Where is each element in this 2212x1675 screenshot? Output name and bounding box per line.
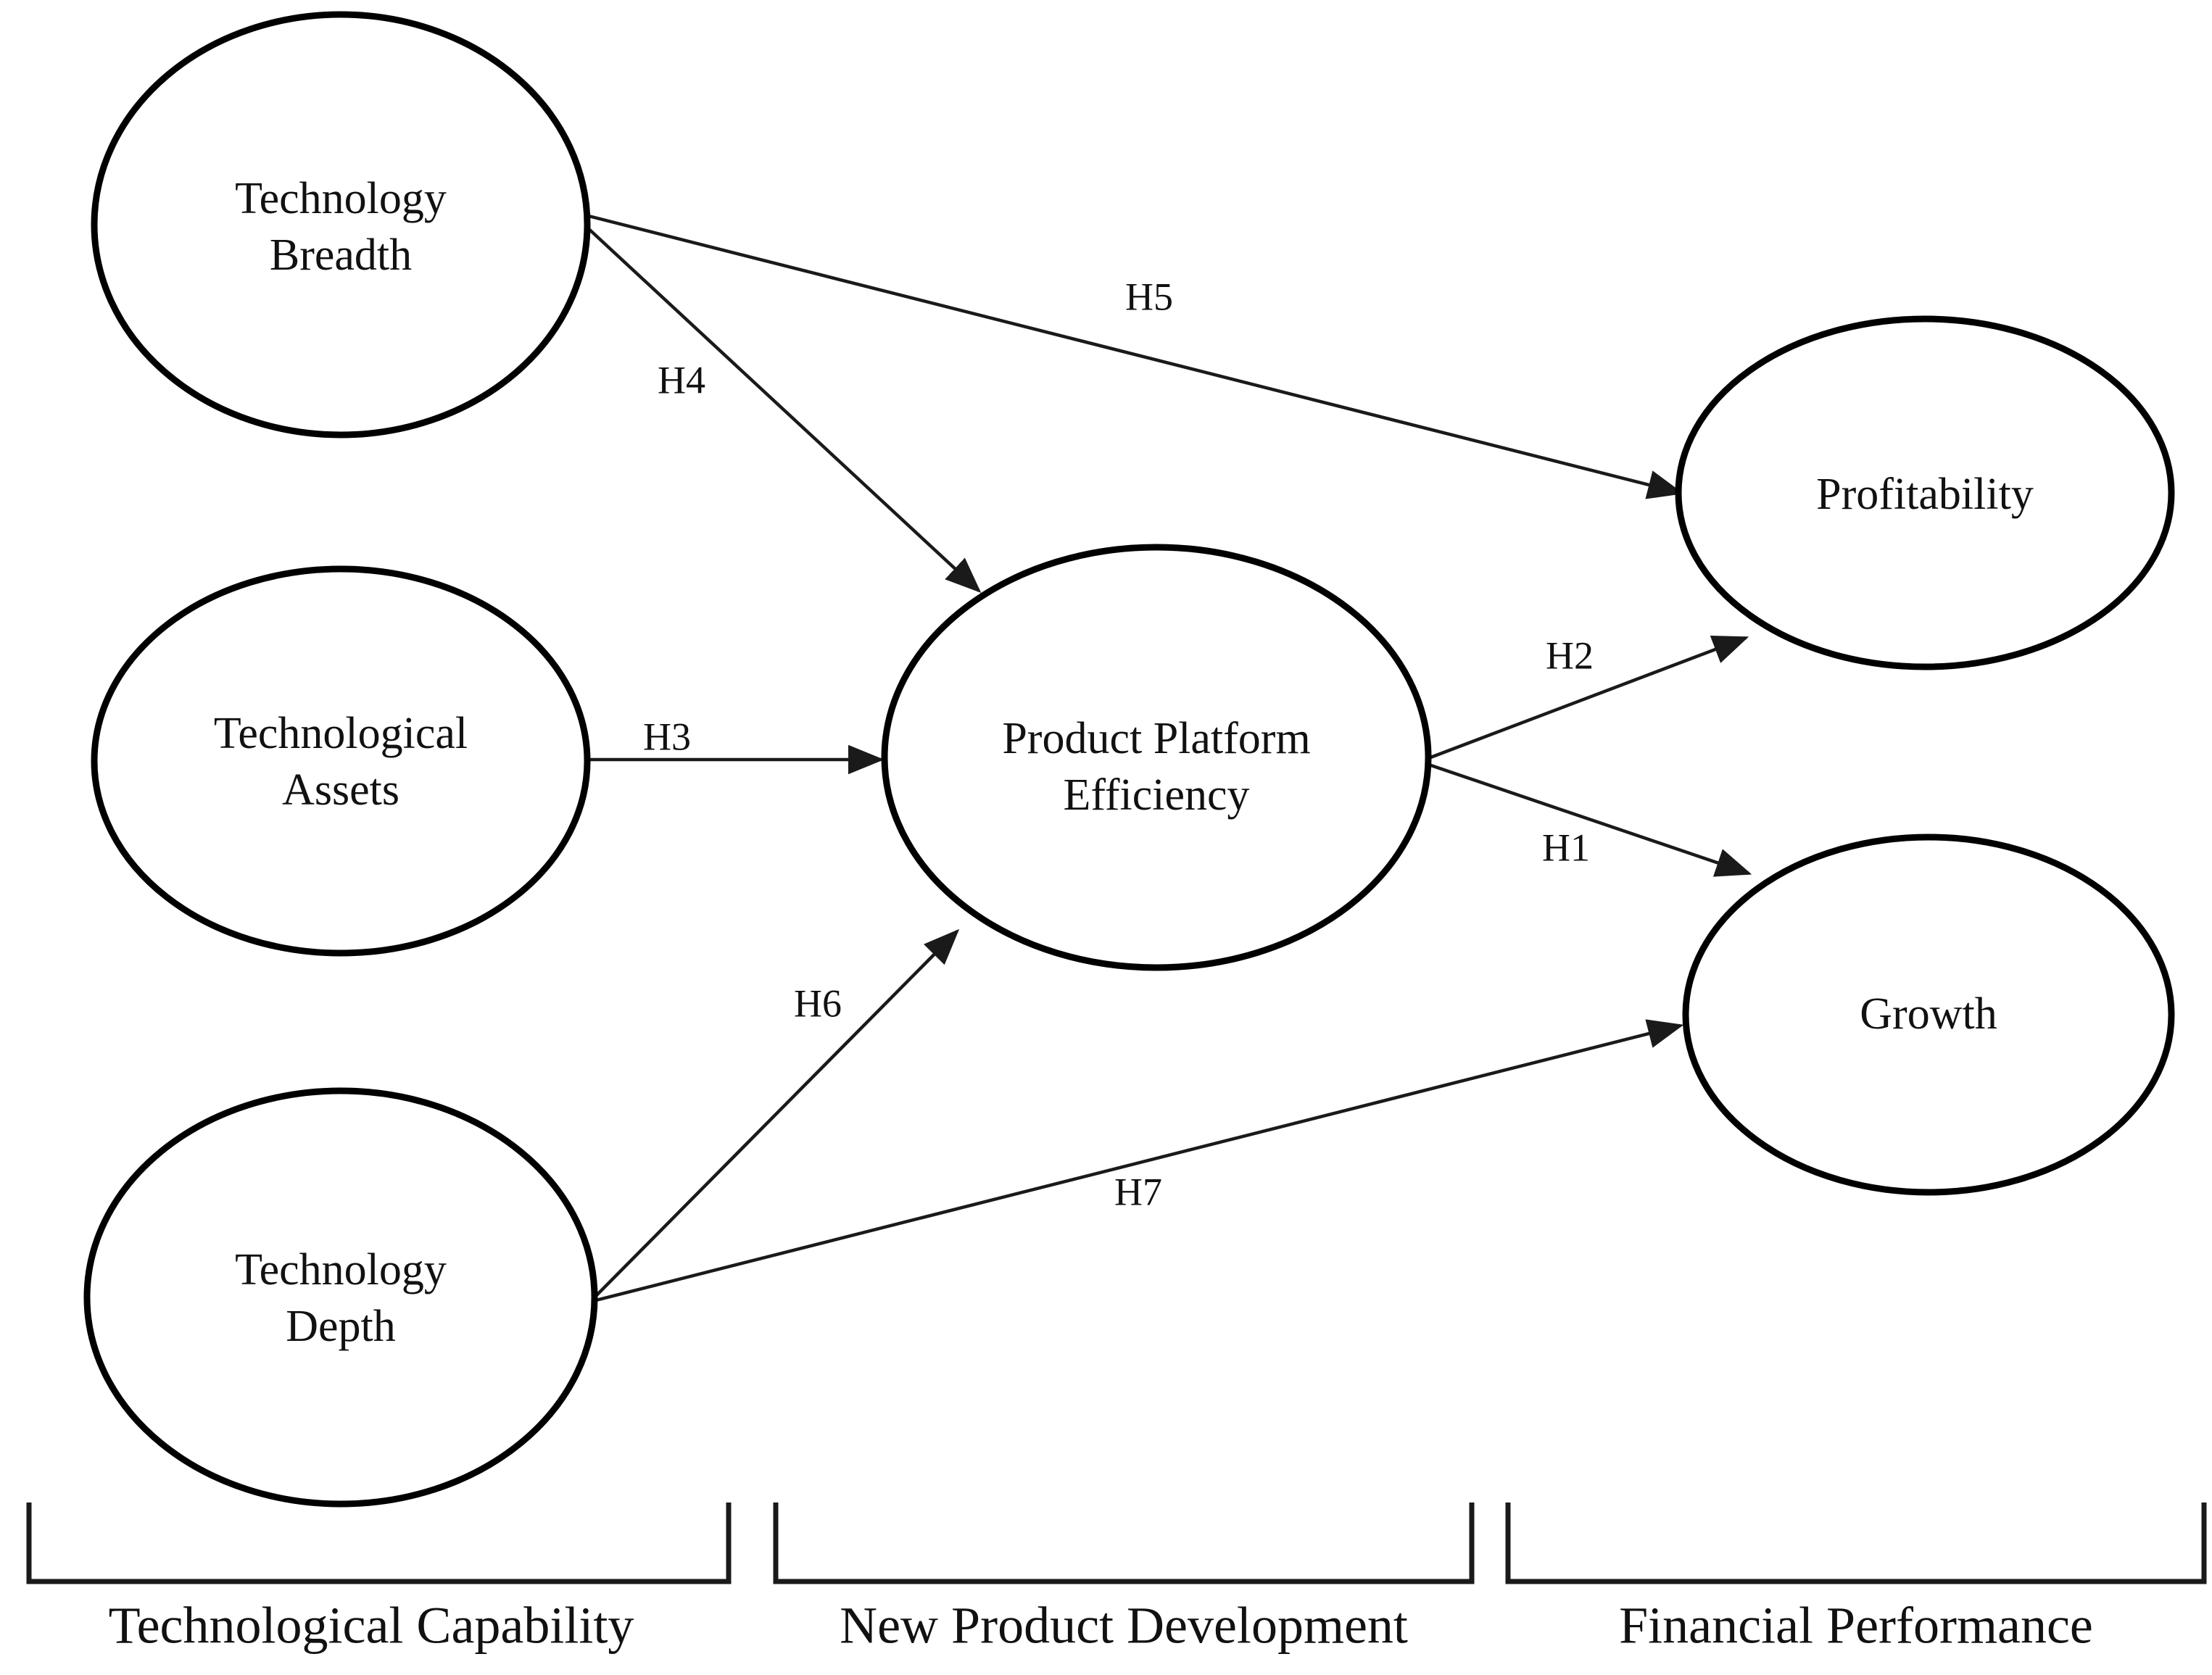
path-h2: H2 — [1420, 633, 1749, 763]
hypothesis-label-h7: H7 — [1114, 1170, 1162, 1213]
node-label-product-platform-efficiency-line2: Efficiency — [1063, 770, 1249, 820]
path-h1: H1 — [1422, 760, 1752, 877]
node-technology-depth[interactable]: Technology Depth — [83, 1087, 598, 1508]
path-h3: H3 — [587, 715, 885, 775]
path-h5: H5 — [579, 212, 1684, 499]
node-label-technology-depth-line2: Depth — [286, 1302, 396, 1351]
group-caption-new-product-development: New Product Development — [840, 1597, 1408, 1655]
group-bracket-new-product-development: New Product Development — [773, 1502, 1475, 1655]
node-label-technological-assets-line2: Assets — [282, 765, 399, 815]
node-label-growth: Growth — [1860, 989, 1997, 1039]
group-caption-technological-capability: Technological Capability — [109, 1597, 634, 1655]
hypothesis-label-h5: H5 — [1125, 275, 1173, 318]
node-label-technology-breadth-line2: Breadth — [270, 230, 412, 280]
path-h6: H6 — [589, 928, 960, 1302]
hypothesis-label-h2: H2 — [1546, 633, 1594, 677]
node-profitability[interactable]: Profitability — [1675, 315, 2175, 670]
node-label-technology-depth-line1: Technology — [235, 1245, 447, 1294]
hypothesis-label-h4: H4 — [658, 358, 705, 402]
group-caption-financial-performance: Financial Performance — [1619, 1597, 2093, 1655]
node-label-technology-breadth-line1: Technology — [235, 174, 447, 223]
node-technology-breadth[interactable]: Technology Breadth — [91, 11, 591, 439]
node-product-platform-efficiency[interactable]: Product Platform Efficiency — [881, 544, 1432, 971]
node-label-technological-assets-line1: Technological — [214, 709, 468, 758]
group-bracket-financial-performance: Financial Performance — [1505, 1502, 2207, 1655]
group-bracket-technological-capability: Technological Capability — [26, 1502, 732, 1655]
hypothesis-label-h6: H6 — [794, 981, 842, 1025]
node-growth[interactable]: Growth — [1682, 834, 2175, 1196]
path-h4: H4 — [575, 216, 982, 594]
node-label-product-platform-efficiency-line1: Product Platform — [1002, 714, 1310, 763]
node-label-profitability: Profitability — [1816, 470, 2034, 519]
node-technological-assets[interactable]: Technological Assets — [91, 565, 591, 957]
path-h7: H7 — [592, 1019, 1684, 1303]
hypothesis-label-h3: H3 — [643, 715, 691, 758]
hypothesis-label-h1: H1 — [1542, 826, 1590, 869]
